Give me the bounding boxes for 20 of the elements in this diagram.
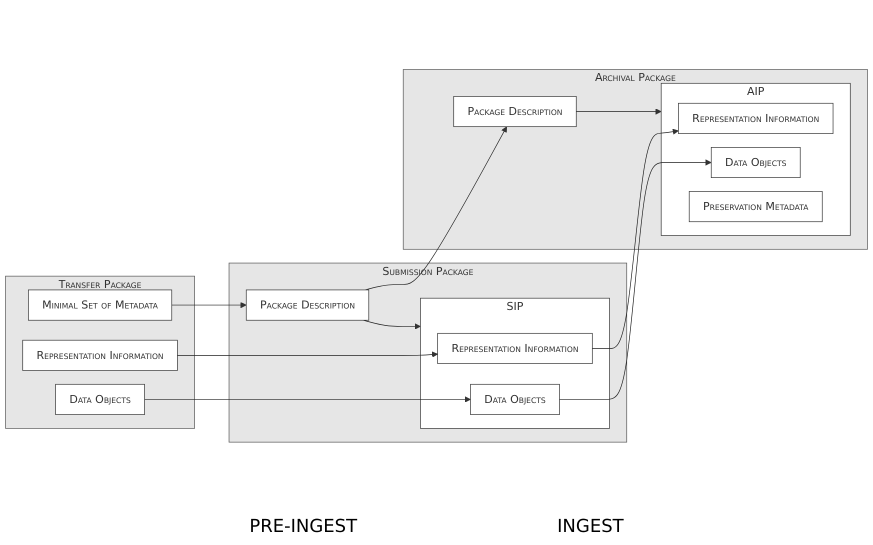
node-box: Data Objects [55, 384, 145, 416]
node-box: Package Description [453, 96, 577, 128]
arrow [576, 108, 662, 115]
node-box: Data Objects [470, 384, 560, 416]
node-box: Representation Information [678, 103, 834, 134]
node-box: Package Description [246, 290, 370, 321]
arrow [592, 128, 679, 349]
node-box: Representation Information [437, 333, 593, 364]
arrow [144, 396, 471, 403]
phase-label: PRE-INGEST [249, 516, 358, 537]
node-box: Minimal Set of Metadata [28, 290, 172, 321]
arrow [362, 320, 421, 330]
arrow [364, 126, 507, 290]
arrow [559, 160, 712, 400]
phase-label: INGEST [557, 516, 624, 537]
arrow [177, 352, 438, 358]
node-box: Representation Information [22, 340, 178, 372]
node-box: Data Objects [710, 147, 801, 178]
arrow [171, 302, 247, 308]
node-box: Preservation Metadata [688, 191, 823, 222]
